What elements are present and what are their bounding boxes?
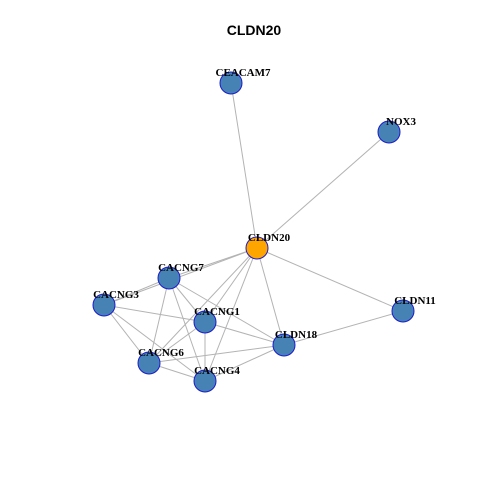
node-circle [377,120,401,144]
node-label: CACNG4 [194,365,240,377]
node-circle [193,310,217,334]
node-circle [391,299,415,323]
node-label: CACNG7 [158,262,204,274]
node-nox3: NOX3 [377,116,416,144]
edge-cldn20-cacng6 [148,247,258,364]
node-ceacam7: CEACAM7 [216,67,271,95]
edge-cacng3-cacng6 [103,304,150,364]
node-label: CLDN18 [275,329,318,341]
edge-cacng1-cldn18 [204,321,285,346]
edge-cacng4-cldn18 [204,344,285,382]
node-cldn18: CLDN18 [272,329,318,357]
node-label: CLDN11 [394,295,436,307]
node-circle [137,351,161,375]
node-cldn11: CLDN11 [391,295,436,323]
node-cldn20: CLDN20 [245,232,291,260]
edge-cacng7-cacng4 [168,277,206,382]
node-circle [157,266,181,290]
edge-cacng7-cacng6 [148,277,170,364]
graph-title: CLDN20 [227,22,282,38]
node-circle [245,236,269,260]
edge-cldn20-cacng1 [204,247,258,323]
node-label: CACNG1 [194,306,240,318]
edge-cldn18-cldn11 [283,310,404,346]
node-label: NOX3 [386,116,416,128]
edge-layer [103,82,404,382]
node-cacng6: CACNG6 [137,347,184,375]
node-cacng7: CACNG7 [157,262,204,290]
edge-cldn20-cldn18 [256,247,285,346]
edge-cacng7-cldn18 [168,277,285,346]
edge-cacng7-cacng3 [103,277,170,306]
node-label: CLDN20 [248,232,291,244]
edge-cldn20-cldn11 [256,247,404,312]
node-circle [272,333,296,357]
node-circle [92,293,116,317]
node-cacng1: CACNG1 [193,306,240,334]
edge-cldn20-cacng3 [103,247,258,306]
node-circle [219,71,243,95]
edge-cacng6-cldn18 [148,344,285,364]
node-label: CACNG3 [93,289,139,301]
node-layer: CLDN20CEACAM7NOX3CACNG7CACNG3CACNG1CLDN1… [92,67,436,393]
edge-cldn20-nox3 [256,131,390,249]
edge-cacng3-cacng4 [103,304,206,382]
edge-cacng3-cacng1 [103,304,206,323]
node-label: CACNG6 [138,347,184,359]
node-cacng3: CACNG3 [92,289,139,317]
node-circle [193,369,217,393]
node-cacng4: CACNG4 [193,365,240,393]
edge-cacng1-cacng6 [148,321,206,364]
edge-cldn20-ceacam7 [230,82,258,249]
node-label: CEACAM7 [216,67,271,79]
